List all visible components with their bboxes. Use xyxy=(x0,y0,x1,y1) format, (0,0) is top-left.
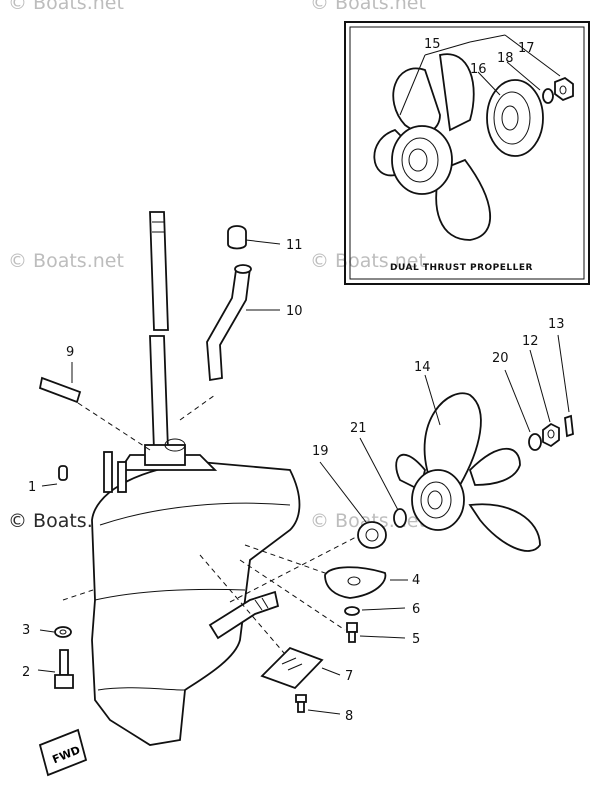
callout-3: 3 xyxy=(22,623,30,638)
part-13-cotter-pin xyxy=(557,334,574,438)
drive-shaft xyxy=(149,211,169,451)
part-20-washer xyxy=(504,369,542,451)
inset-label-18: 18 xyxy=(497,51,514,66)
part-14-propeller xyxy=(395,374,541,552)
part-1-dowel xyxy=(41,465,68,487)
callout-2: 2 xyxy=(22,665,30,680)
callout-19: 19 xyxy=(312,444,329,459)
part-10-water-tube xyxy=(206,264,280,382)
part-21-spacer xyxy=(359,437,407,528)
inset-label-15: 15 xyxy=(424,37,441,52)
callout-1: 1 xyxy=(28,480,36,495)
callout-9: 9 xyxy=(66,345,74,360)
callout-4: 4 xyxy=(412,573,420,588)
part-9-pin xyxy=(38,362,82,404)
inset-label-17: 17 xyxy=(518,41,535,56)
part-4-anode xyxy=(324,566,408,599)
callout-13: 13 xyxy=(548,317,565,332)
fwd-direction-tag: FWD xyxy=(38,728,88,777)
callout-20: 20 xyxy=(492,351,509,366)
inset-label-16: 16 xyxy=(470,62,487,77)
callout-8: 8 xyxy=(345,709,353,724)
watermark-top-right: © Boats.net xyxy=(310,0,426,14)
part-19-thrust-washer xyxy=(319,461,387,549)
callout-10: 10 xyxy=(286,304,303,319)
part-3-washer xyxy=(39,626,72,638)
watermark-mid-right: © Boats.net xyxy=(310,250,426,272)
part-5-bolt xyxy=(346,622,406,643)
callout-11: 11 xyxy=(286,238,303,253)
watermark-top-left: © Boats.net xyxy=(8,0,124,14)
part-12-nut xyxy=(529,349,560,448)
callout-12: 12 xyxy=(522,334,539,349)
inset-propeller-drawing xyxy=(373,34,574,241)
callout-5: 5 xyxy=(412,632,420,647)
inset-caption: DUAL THRUST PROPELLER xyxy=(390,263,533,273)
callout-21: 21 xyxy=(350,421,367,436)
callout-6: 6 xyxy=(412,602,420,617)
part-6-washer xyxy=(344,606,406,616)
callout-14: 14 xyxy=(414,360,431,375)
part-11-grommet xyxy=(227,225,281,250)
part-2-bolt xyxy=(37,649,74,689)
inset-box xyxy=(344,21,590,285)
part-8-screw xyxy=(295,694,341,715)
lower-casing xyxy=(62,394,361,746)
part-7-plate xyxy=(260,646,341,690)
callout-7: 7 xyxy=(345,669,353,684)
watermark-mid-left: © Boats.net xyxy=(8,250,124,272)
